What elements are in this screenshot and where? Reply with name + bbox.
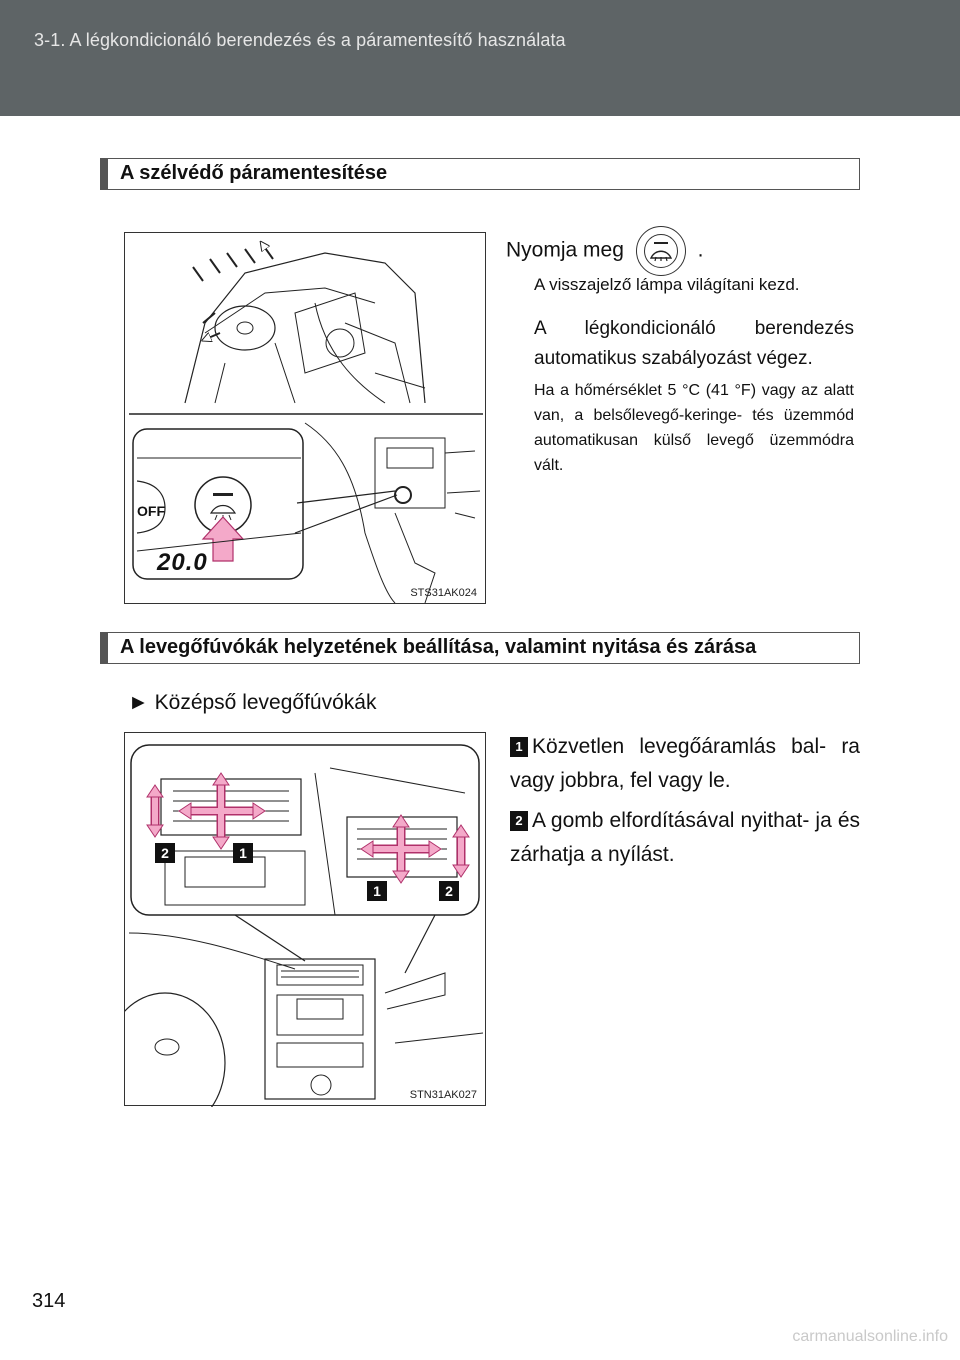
defroster-symbol: [649, 242, 672, 262]
item-number-badge: 1: [510, 737, 528, 757]
section-heading-text: A szélvédő páramentesítése: [120, 162, 388, 184]
callout-badge: 2: [439, 881, 459, 901]
indicator-note: A visszajelző lámpa világítani kezd.: [534, 275, 800, 294]
press-instruction: Nyomja meg .: [506, 226, 866, 276]
page-number: 314: [32, 1290, 66, 1312]
section-heading-defog: A szélvédő páramentesítése: [100, 158, 860, 190]
item-number-badge: 2: [510, 811, 528, 831]
page-header: 3-1. A légkondicionáló berendezés és a p…: [0, 0, 960, 116]
temperature-display: 20.0: [157, 549, 208, 576]
chapter-title: 3-1. A légkondicionáló berendezés és a p…: [34, 30, 566, 50]
figure-windshield-defog: OFF 20.0 STS31AK024: [124, 232, 486, 604]
vents-illustration: [125, 744, 484, 1107]
item-text: Közvetlen levegőáramlás bal- ra vagy job…: [510, 735, 860, 792]
figure-code: STS31AK024: [410, 587, 477, 599]
section-heading-vents: A levegőfúvókák helyzetének beállítása, …: [100, 632, 860, 664]
figure-code: STN31AK027: [409, 1089, 477, 1101]
temperature-note: Ha a hőmérséklet 5 °C (41 °F) vagy az al…: [534, 382, 854, 474]
press-suffix: .: [697, 238, 704, 262]
section-heading-text: A levegőfúvókák helyzetének beállítása, …: [120, 636, 757, 658]
off-label: OFF: [137, 503, 165, 519]
watermark: carmanualsonline.info: [792, 1328, 948, 1345]
subheading-center-vents: ► Középső levegőfúvókák: [128, 686, 376, 720]
figure-center-vents: 2 1 1 2 STN31AK027: [124, 732, 486, 1107]
callout-badge: 1: [367, 881, 387, 901]
defog-illustration: [129, 233, 483, 604]
subheading-text: Középső levegőfúvókák: [154, 691, 377, 714]
item-text: A gomb elfordításával nyithat- ja és zár…: [510, 809, 860, 866]
front-defroster-icon: [635, 226, 686, 276]
press-prefix: Nyomja meg: [506, 238, 624, 262]
defroster-button-ring: [643, 234, 678, 268]
callout-badge: 1: [233, 843, 253, 863]
callout-badge: 2: [155, 843, 175, 863]
auto-control-note: A légkondicionáló berendezés automatikus…: [534, 318, 854, 369]
subheading-marker: ►: [128, 691, 149, 714]
